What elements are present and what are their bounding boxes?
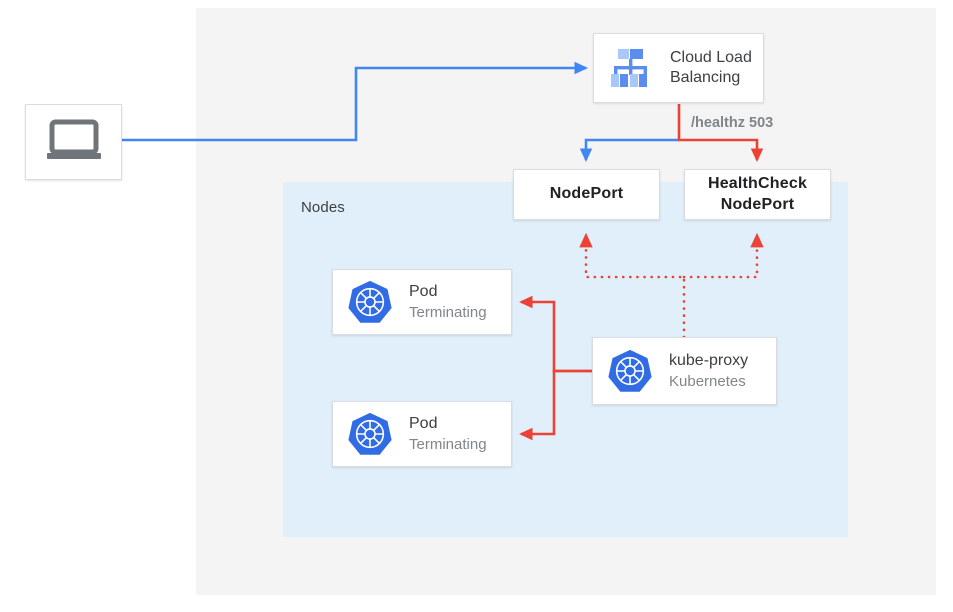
healthcheck-nodeport-labels: HealthCheck NodePort	[708, 174, 807, 215]
kubernetes-icon	[347, 411, 393, 457]
kube-proxy-labels: kube-proxy Kubernetes	[669, 351, 748, 391]
healthcheck-nodeport-node[interactable]: HealthCheck NodePort	[684, 169, 831, 220]
nodeport-label: NodePort	[549, 185, 624, 203]
pod-node-1-labels: Pod Terminating	[409, 282, 487, 322]
cloud-load-balancing-title: Cloud Load	[670, 48, 752, 66]
cloud-load-balancing-icon	[608, 47, 654, 89]
healthcheck-nodeport-label-line2: NodePort	[720, 195, 795, 213]
pod-node-2-title: Pod	[409, 415, 438, 433]
cloud-load-balancing-title-line2: Balancing	[670, 69, 741, 86]
pod-node-1-title: Pod	[409, 283, 438, 301]
healthcheck-nodeport-label-line1: HealthCheck	[707, 175, 808, 193]
nodes-region-label: Nodes	[301, 199, 345, 216]
kubernetes-icon	[347, 279, 393, 325]
nodeport-node[interactable]: NodePort	[513, 169, 660, 220]
pod-node-1[interactable]: Pod Terminating	[332, 269, 512, 335]
laptop-icon	[46, 118, 102, 167]
pod-node-2-subtitle: Terminating	[409, 435, 487, 453]
pod-node-2-labels: Pod Terminating	[409, 414, 487, 454]
cloud-load-balancing-labels: Cloud Load Balancing	[670, 48, 752, 89]
kube-proxy-title: kube-proxy	[669, 352, 749, 370]
pod-node-1-subtitle: Terminating	[409, 303, 487, 321]
kube-proxy-node[interactable]: kube-proxy Kubernetes	[592, 337, 777, 405]
kube-proxy-subtitle: Kubernetes	[669, 372, 746, 390]
cloud-load-balancing-node[interactable]: Cloud Load Balancing	[593, 33, 764, 103]
client-node[interactable]	[25, 104, 122, 180]
pod-node-2[interactable]: Pod Terminating	[332, 401, 512, 467]
kubernetes-icon	[607, 348, 653, 394]
